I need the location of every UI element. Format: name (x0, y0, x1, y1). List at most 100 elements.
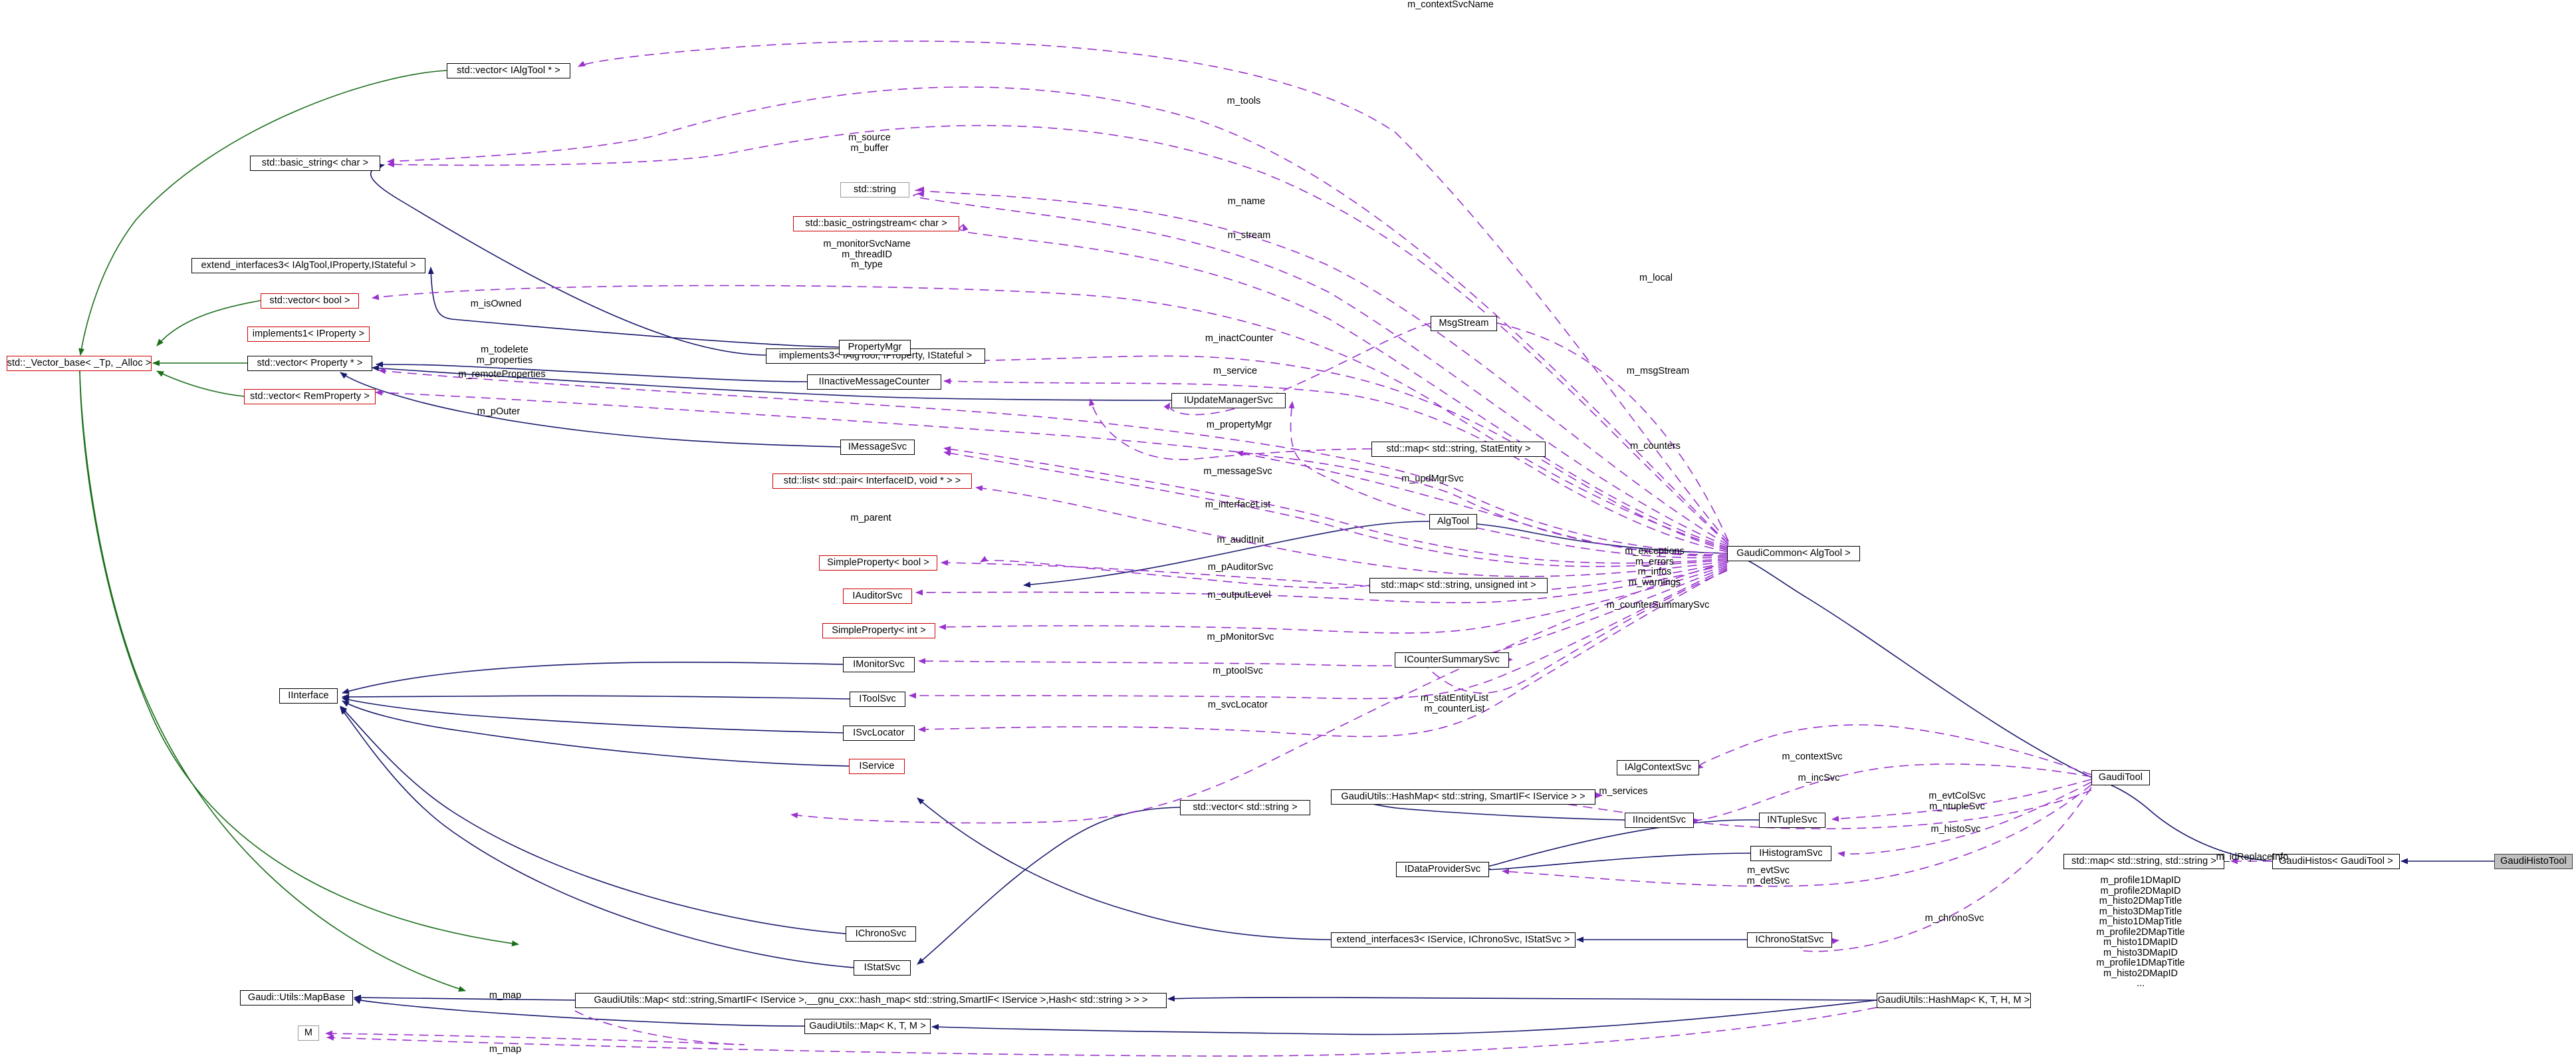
class-node-ihistogramsvc[interactable]: IHistogramSvc (1750, 846, 1831, 861)
edge-label-l_m_pAuditorSvc: m_pAuditorSvc (1208, 562, 1273, 573)
class-node-label: ISvcLocator (853, 728, 905, 739)
class-node-gaudiutils_map_lng[interactable]: GaudiUtils::Map< std::string,SmartIF< IS… (575, 993, 1167, 1008)
edge-label-line: m_tools (1227, 96, 1261, 106)
class-node-gauditool[interactable]: GaudiTool (2091, 770, 2150, 785)
edge-label-l_m_contextSvc: m_contextSvc (1782, 751, 1842, 763)
class-node-ichronosvc[interactable]: IChronoSvc (846, 926, 916, 942)
class-node-vec_std_string[interactable]: std::vector< std::string > (1180, 800, 1310, 815)
edge-label-line: m_profile2DMapID (2100, 885, 2181, 896)
class-node-label: IDataProviderSvc (1404, 864, 1481, 875)
class-node-iinterface[interactable]: IInterface (279, 688, 338, 704)
edge-label-l_m_counters: m_counters (1630, 441, 1681, 452)
class-node-hashmap_ktm[interactable]: GaudiUtils::HashMap< K, T, H, M > (1877, 993, 2031, 1008)
edge-label-l_m_inactCounter: m_inactCounter (1205, 333, 1273, 344)
class-node-simpleprop_int[interactable]: SimpleProperty< int > (822, 623, 935, 638)
class-node-label: IStatSvc (864, 962, 901, 974)
class-node-std_string[interactable]: std::string (840, 182, 909, 198)
class-node-label: IToolSvc (859, 694, 896, 705)
edge-label-line: m_isOwned (470, 299, 522, 309)
edge-label-line: m_interfaceList (1205, 499, 1271, 510)
class-node-algtool[interactable]: AlgTool (1429, 514, 1477, 529)
class-node-gaudicommon[interactable]: GaudiCommon< AlgTool > (1727, 546, 1860, 561)
edge-label-line: m_exceptions (1625, 546, 1685, 557)
class-node-vec_bool[interactable]: std::vector< bool > (261, 293, 359, 309)
class-node-istatsvc[interactable]: IStatSvc (854, 960, 911, 976)
class-node-vec_ialgtool[interactable]: std::vector< IAlgTool * > (447, 63, 570, 78)
class-node-list_pair_iid[interactable]: std::list< std::pair< InterfaceID, void … (772, 473, 972, 489)
class-node-ostringstream[interactable]: std::basic_ostringstream< char > (793, 216, 959, 231)
class-node-intuplesvc[interactable]: INTupleSvc (1759, 813, 1825, 828)
class-node-label: std::map< std::string, std::string > (2071, 856, 2216, 867)
edge-label-line: m_idReplaceInfo (2216, 852, 2289, 863)
class-node-itoolsvc[interactable]: IToolSvc (850, 692, 905, 707)
class-node-hashmap_iservice[interactable]: GaudiUtils::HashMap< std::string, SmartI… (1331, 789, 1595, 805)
class-node-icountersummary[interactable]: ICounterSummarySvc (1395, 652, 1509, 668)
edge-label-line: m_auditInit (1217, 535, 1264, 545)
class-node-iservice[interactable]: IService (849, 759, 905, 774)
class-node-extif3_ichrono[interactable]: extend_interfaces3< IService, IChronoSvc… (1331, 932, 1576, 948)
edge-label-line: m_source (848, 132, 891, 143)
class-node-label: IAlgContextSvc (1624, 762, 1692, 773)
class-node-idataprovidersvc[interactable]: IDataProviderSvc (1396, 862, 1489, 877)
class-node-isvclocator[interactable]: ISvcLocator (843, 726, 915, 741)
edge-label-line: m_ntupleSvc (1929, 801, 1985, 812)
edge-label-l_m_name: m_name (1228, 196, 1265, 207)
class-node-gaudiutils_map_ktm[interactable]: GaudiUtils::Map< K, T, M > (804, 1019, 931, 1034)
class-node-ichronostatsvc[interactable]: IChronoStatSvc (1747, 932, 1832, 948)
class-node-ialgcontextsvc[interactable]: IAlgContextSvc (1617, 760, 1699, 775)
edge-label-l_m_services: m_services (1599, 786, 1647, 797)
class-node-iauditorsvc[interactable]: IAuditorSvc (843, 589, 912, 604)
edge-label-l_m_msgStream: m_msgStream (1627, 366, 1689, 377)
class-node-label: IInactiveMessageCounter (818, 376, 930, 388)
edge-label-line: m_counterSummarySvc (1606, 600, 1710, 610)
class-node-iinactivemsgcnt[interactable]: IInactiveMessageCounter (807, 374, 941, 390)
edge-label-l_m_histoSvc: m_histoSvc (1931, 824, 1981, 835)
class-node-vec_property_ptr[interactable]: std::vector< Property * > (247, 356, 372, 371)
edge-label-line: m_local (1639, 273, 1673, 283)
edge-label-l_m_remoteProperties: m_remoteProperties (458, 369, 546, 380)
edge-label-l_m_messageSvc: m_messageSvc (1203, 466, 1272, 477)
edge-label-line: m_monitorSvcName (823, 239, 911, 249)
edge-label-l_m_ptoolSvc: m_ptoolSvc (1213, 666, 1263, 677)
class-node-label: std::map< std::string, unsigned int > (1381, 580, 1536, 591)
edge-label-line: m_messageSvc (1203, 466, 1272, 477)
edge-label-line: m_threadID (842, 249, 892, 260)
class-node-msgstream[interactable]: MsgStream (1431, 316, 1497, 331)
class-node-label: IMonitorSvc (853, 659, 905, 670)
class-node-label: IMessageSvc (848, 442, 907, 453)
class-node-map_statentity[interactable]: std::map< std::string, StatEntity > (1371, 442, 1546, 457)
class-node-iincidentsvc[interactable]: IIncidentSvc (1625, 813, 1694, 828)
edge-label-line: m_histo3DMapTitle (2099, 906, 2182, 917)
class-node-map_uint[interactable]: std::map< std::string, unsigned int > (1369, 578, 1548, 593)
edge-label-line: m_counterList (1424, 703, 1485, 714)
class-node-mapbase[interactable]: Gaudi::Utils::MapBase (240, 990, 353, 1005)
class-node-imonitorsvc[interactable]: IMonitorSvc (843, 657, 915, 672)
edge-label-line: m_propertyMgr (1206, 420, 1272, 430)
class-node-label: implements3< IAlgTool, IProperty, IState… (778, 350, 973, 362)
class-node-simpleprop_bool[interactable]: SimpleProperty< bool > (819, 555, 937, 571)
edge-label-l_m_updMgrSvc: m_updMgrSvc (1401, 473, 1463, 485)
class-node-map_str_str[interactable]: std::map< std::string, std::string > (2063, 854, 2224, 869)
class-node-gaudihistotool[interactable]: GaudiHistoTool (2494, 854, 2573, 869)
class-node-vec_remproperty[interactable]: std::vector< RemProperty > (244, 389, 376, 404)
edge-label-line: m_histo2DMapTitle (2099, 896, 2182, 906)
class-node-label: GaudiUtils::HashMap< K, T, H, M > (1877, 995, 2030, 1006)
class-node-gaudihistos[interactable]: GaudiHistos< GaudiTool > (2272, 854, 2400, 869)
class-node-propertymgr[interactable]: PropertyMgr (839, 340, 911, 355)
edge-label-l_m_tools: m_tools (1227, 96, 1261, 107)
class-node-iupdatemgrsvc[interactable]: IUpdateManagerSvc (1171, 393, 1286, 408)
class-node-basic_string_char[interactable]: std::basic_string< char > (250, 156, 380, 171)
class-node-impl1_iproperty[interactable]: implements1< IProperty > (247, 327, 370, 342)
edge-label-line: m_profile1DMapID (2100, 875, 2181, 886)
class-node-imessagesvc[interactable]: IMessageSvc (840, 440, 915, 455)
edge-label-line: m_infos (1637, 567, 1672, 577)
class-node-vector_base[interactable]: std::_Vector_base< _Tp, _Alloc > (7, 356, 152, 371)
edge-label-line: m_remoteProperties (458, 369, 546, 380)
class-node-label: std::list< std::pair< InterfaceID, void … (783, 475, 961, 487)
class-node-label: IService (859, 761, 895, 772)
class-node-extif3_algtool[interactable]: extend_interfaces3< IAlgTool,IProperty,I… (191, 258, 425, 273)
edge-label-line: m_profile1DMapTitle (2096, 958, 2185, 968)
class-node-m_box[interactable]: M (298, 1025, 319, 1041)
